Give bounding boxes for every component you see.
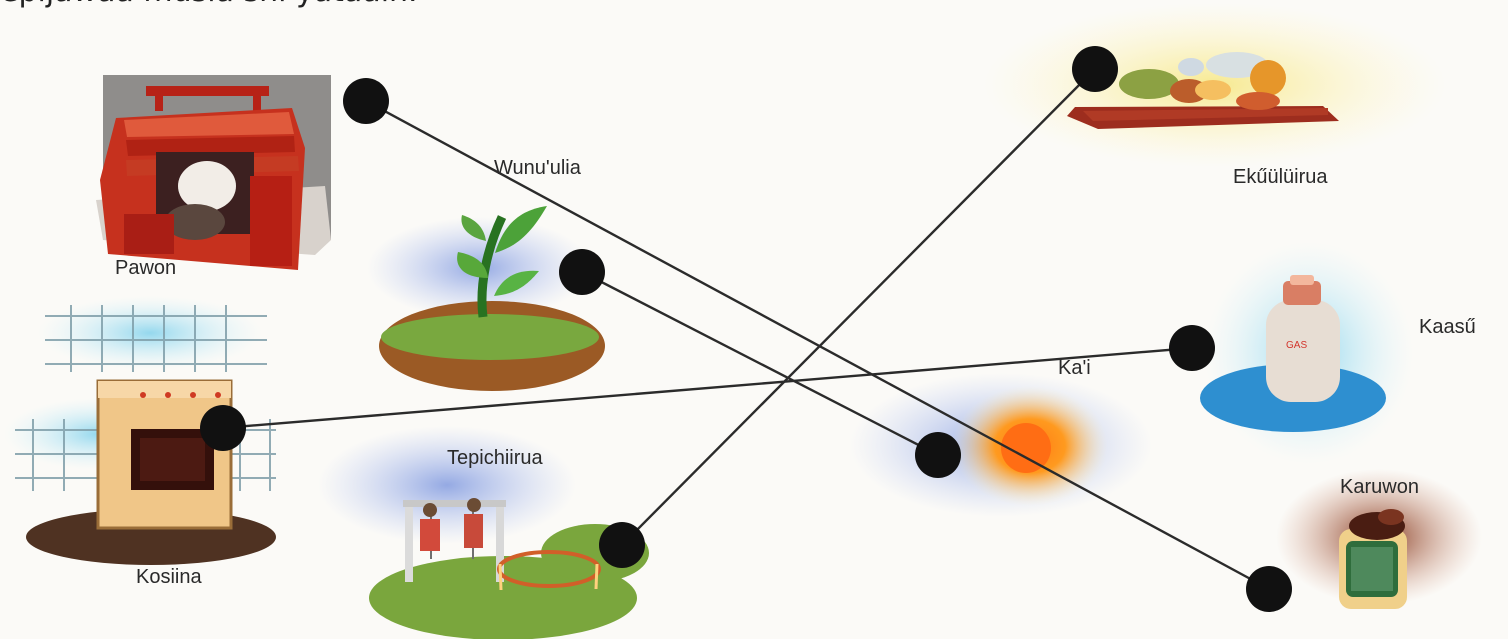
ekuuluirua-food-illustration [984, 3, 1446, 167]
svg-text:GAS: GAS [1286, 340, 1307, 351]
dot-wunulia[interactable] [559, 249, 605, 295]
pawon-house-illustration [96, 75, 331, 270]
label-wunulia: Wunu'ulia [494, 157, 581, 180]
wunulia-plant-illustration [367, 206, 605, 391]
dot-tepichiirua[interactable] [599, 522, 645, 568]
label-ekuuluirua: Ekűülüirua [1233, 166, 1328, 189]
label-karuwon: Karuwon [1340, 476, 1419, 499]
dot-kai[interactable] [915, 432, 961, 478]
dot-kaasu[interactable] [1169, 325, 1215, 371]
label-pawon: Pawon [115, 257, 176, 280]
kaasu-gas-illustration: GAS [1200, 242, 1413, 464]
dot-kosiina[interactable] [200, 405, 246, 451]
dot-pawon[interactable] [343, 78, 389, 124]
label-tepichiirua: Tepichiirua [447, 447, 543, 470]
match-line-wunulia-kai [582, 272, 938, 455]
dot-ekuuluirua[interactable] [1072, 46, 1118, 92]
dot-karuwon[interactable] [1246, 566, 1292, 612]
label-kaasu: Kaasű [1419, 316, 1476, 339]
label-kosiina: Kosiina [136, 566, 202, 589]
label-kai: Ka'i [1058, 357, 1091, 380]
